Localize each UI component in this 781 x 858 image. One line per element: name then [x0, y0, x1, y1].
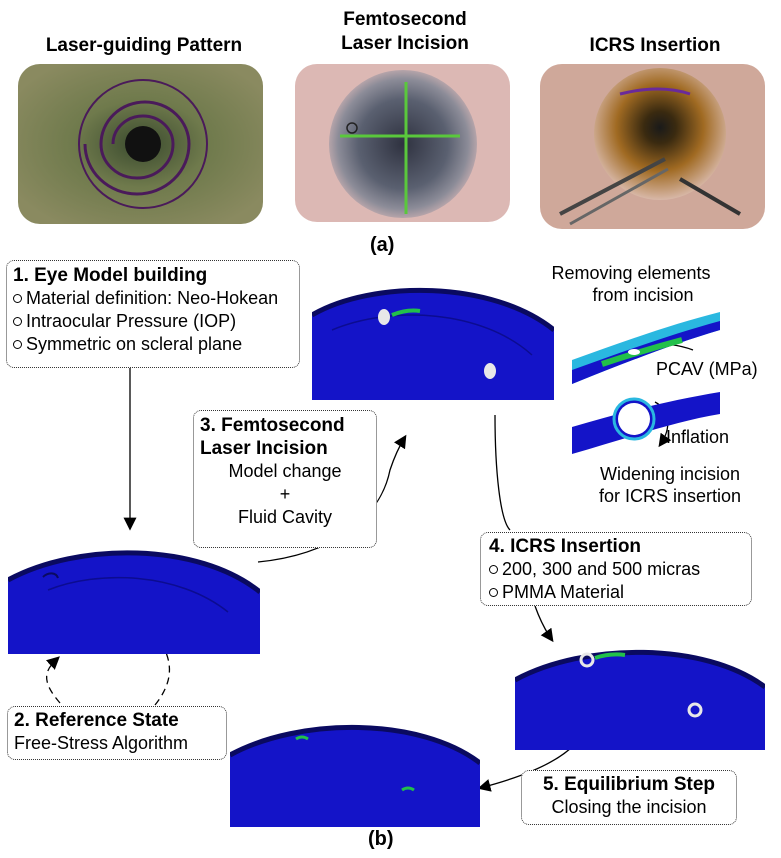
incision-title-line2: Laser Incision — [290, 32, 520, 56]
bullet-icon — [489, 565, 498, 574]
step3-line1: Model change — [200, 460, 370, 483]
incision-title-line1: Femtosecond — [290, 8, 520, 32]
bullet-icon — [13, 317, 22, 326]
widening-line2: for ICRS insertion — [565, 485, 775, 507]
removing-line2: from incision — [516, 284, 746, 306]
icrs-title: ICRS Insertion — [540, 34, 770, 58]
step1-box: 1. Eye Model building Material definitio… — [6, 260, 300, 368]
bullet-icon — [489, 588, 498, 597]
step5-box: 5. Equilibrium Step Closing the incision — [521, 770, 737, 825]
icrs-insertion-mesh — [515, 642, 765, 750]
step1-item: Material definition: Neo-Hokean — [13, 287, 293, 310]
step1-item: Symmetric on scleral plane — [13, 333, 293, 356]
removing-line1: Removing elements — [516, 262, 746, 284]
step2-line: Free-Stress Algorithm — [14, 732, 220, 755]
step3-box: 3. Femtosecond Laser Incision Model chan… — [193, 410, 377, 548]
pattern-title: Laser-guiding Pattern — [20, 34, 268, 58]
step4-item: 200, 300 and 500 micras — [489, 558, 743, 581]
bullet-icon — [13, 294, 22, 303]
step2-title: 2. Reference State — [14, 709, 220, 732]
step1-item: Intraocular Pressure (IOP) — [13, 310, 293, 333]
caption-b: (b) — [368, 828, 394, 851]
arrow-reference-loop-right — [155, 650, 169, 705]
step2-box: 2. Reference State Free-Stress Algorithm — [7, 706, 227, 760]
laser-guiding-pattern-photo — [18, 64, 263, 224]
incision-title: Femtosecond Laser Incision — [290, 8, 520, 56]
step4-title: 4. ICRS Insertion — [489, 535, 743, 558]
widening-line1: Widening incision — [565, 463, 775, 485]
widening-label: Widening incision for ICRS insertion — [565, 463, 775, 507]
removing-elements-label: Removing elements from incision — [516, 262, 746, 306]
step3-line2: Fluid Cavity — [200, 506, 370, 529]
step1-title: 1. Eye Model building — [13, 264, 293, 287]
femtosecond-incision-photo — [295, 64, 510, 222]
step4-box: 4. ICRS Insertion 200, 300 and 500 micra… — [480, 532, 752, 606]
equilibrium-mesh — [230, 715, 480, 827]
pcav-label: PCAV (MPa) — [656, 358, 758, 380]
step3-title-line1: 3. Femtosecond — [200, 414, 370, 437]
step3-plus: + — [200, 483, 370, 506]
caption-a: (a) — [370, 234, 394, 257]
icrs-insertion-photo — [540, 64, 765, 229]
arrow-reference-loop-left — [47, 658, 60, 703]
step5-line: Closing the incision — [530, 796, 728, 819]
arrow-step4-down — [535, 606, 552, 640]
step5-title: 5. Equilibrium Step — [530, 773, 728, 796]
step4-item: PMMA Material — [489, 581, 743, 604]
step3-title-line2: Laser Incision — [200, 437, 370, 460]
bullet-icon — [13, 340, 22, 349]
arrow-top-down — [495, 415, 510, 530]
reference-state-mesh — [8, 542, 260, 654]
inflation-label: Inflation — [666, 426, 729, 448]
